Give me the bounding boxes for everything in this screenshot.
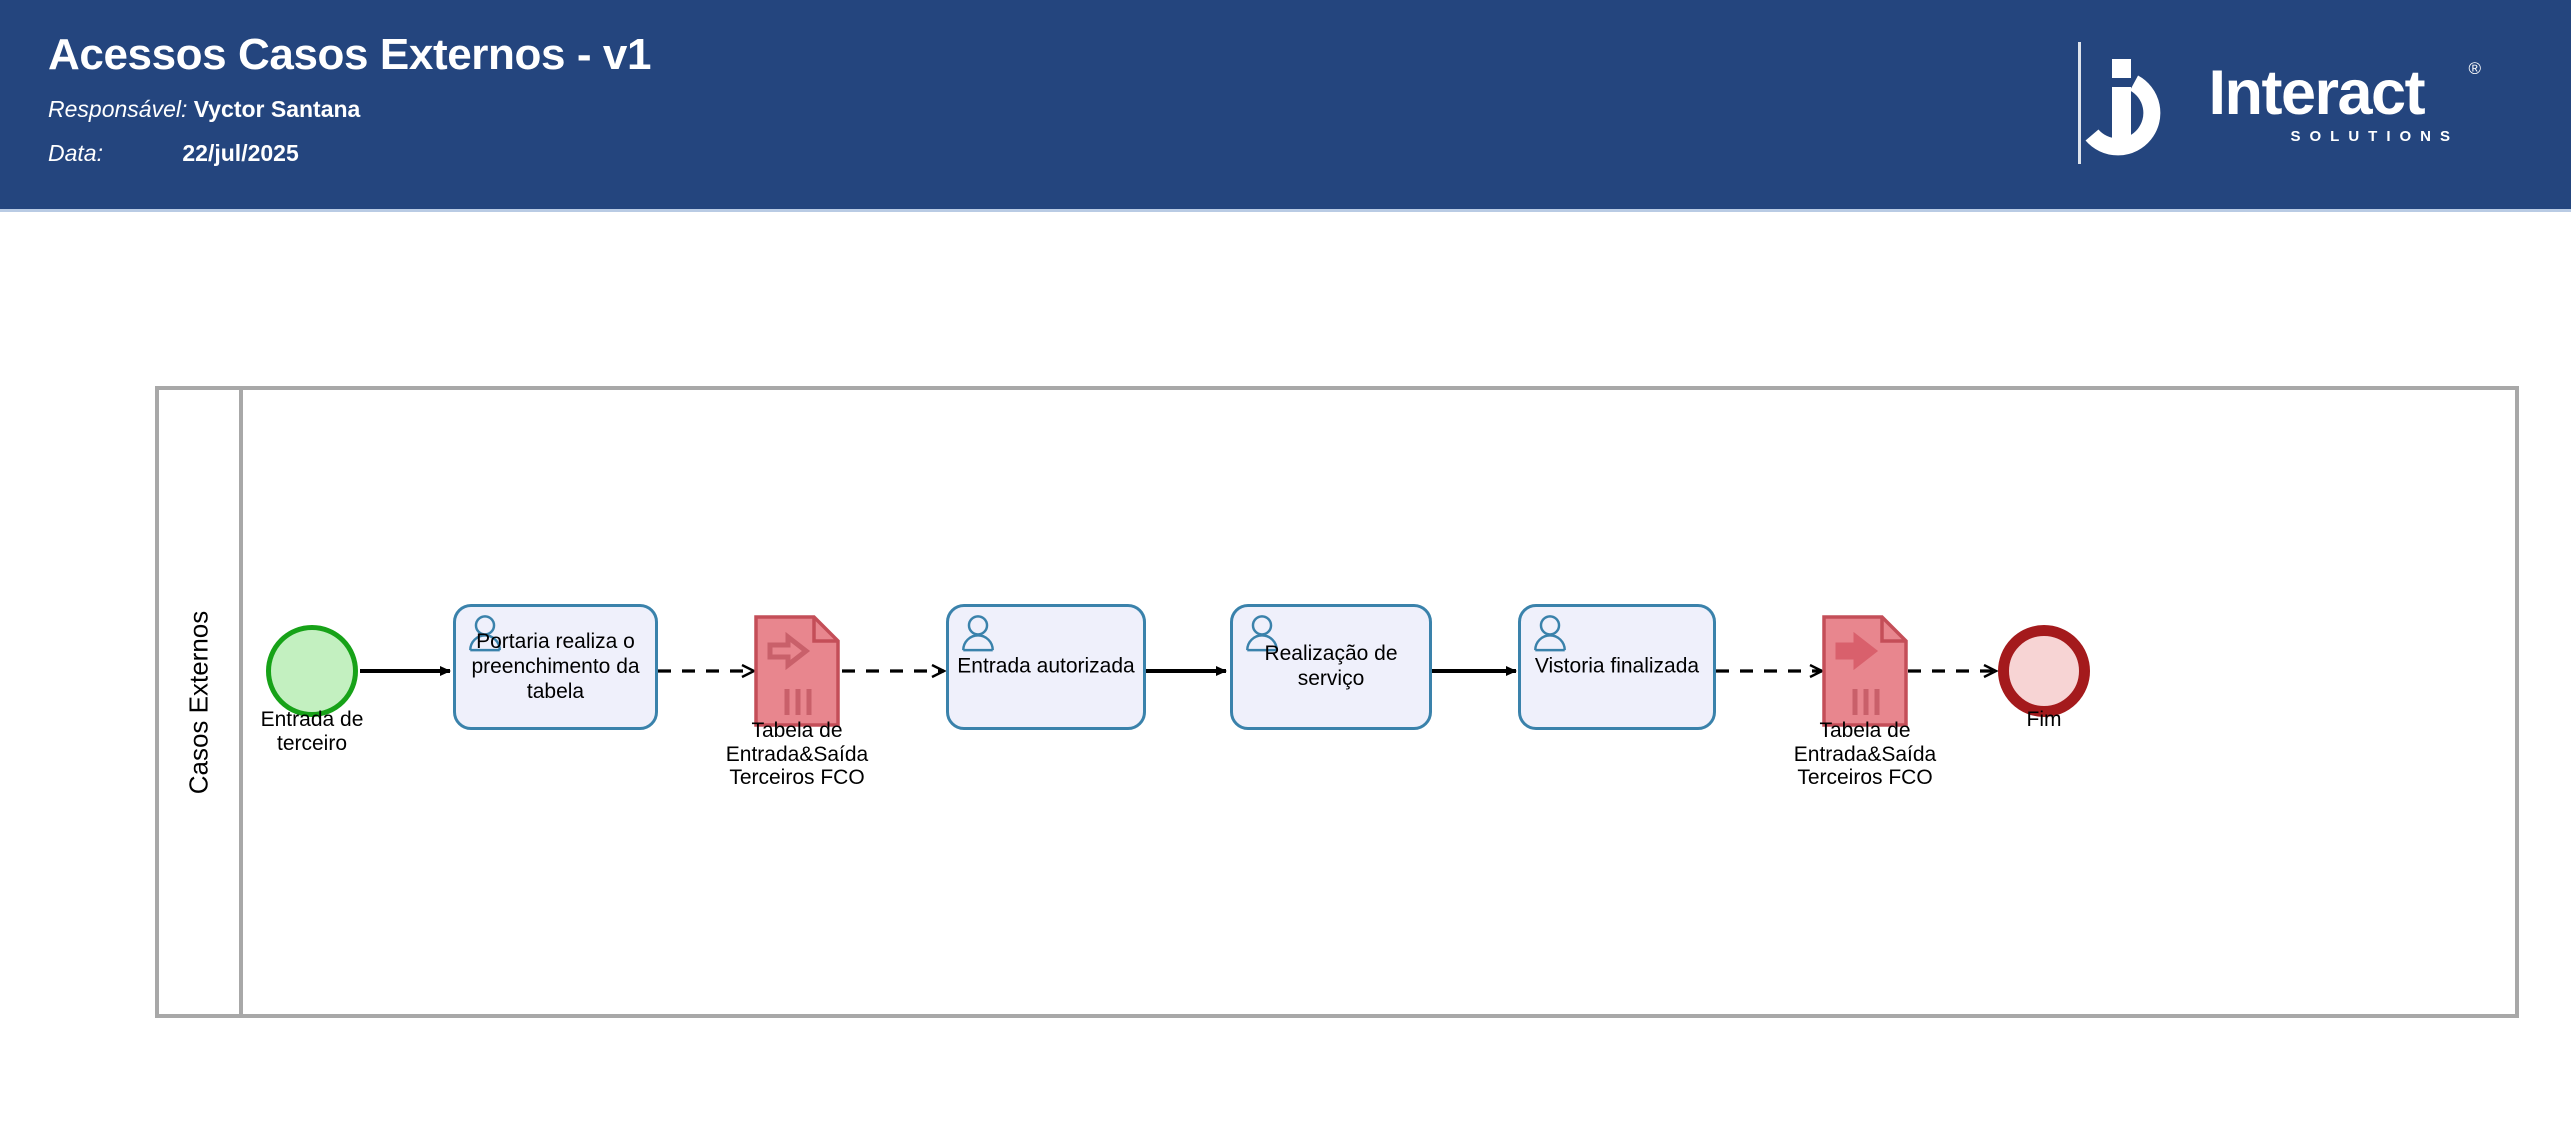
lane-label: Casos Externos <box>183 610 214 794</box>
task-label: Realização de serviço <box>1264 642 1398 690</box>
data-object-icon <box>1822 615 1908 727</box>
header-underline <box>0 209 2571 212</box>
logo-wordmark: Interact <box>2208 57 2425 128</box>
data-object-label: Tabela de Entrada&Saída Terceiros FCO <box>725 719 869 790</box>
data-object-tabela-entrada-saida-2[interactable] <box>1822 615 1908 727</box>
start-event-entrada-de-terceiro[interactable] <box>266 625 358 717</box>
user-task-icon <box>962 615 994 652</box>
date-label: Data: <box>48 140 103 166</box>
user-task-icon <box>1246 615 1278 652</box>
task-label: Portaria realiza o preenchimento da tabe… <box>471 629 640 703</box>
interact-mark-icon <box>2082 47 2190 162</box>
task-label: Entrada autorizada <box>957 654 1135 678</box>
registered-trademark-icon: ® <box>2468 58 2481 78</box>
task-entrada-autorizada[interactable]: Entrada autorizada <box>946 604 1146 730</box>
responsible-label: Responsável: <box>48 96 188 122</box>
user-task-icon <box>469 615 501 652</box>
task-realizacao-de-servico[interactable]: Realização de serviço <box>1230 604 1432 730</box>
interact-logo: ® Interact SOLUTIONS <box>2082 40 2481 168</box>
page-header-band <box>0 0 2571 209</box>
task-vistoria-finalizada[interactable]: Vistoria finalizada <box>1518 604 1716 730</box>
logo-subtitle: SOLUTIONS <box>2290 128 2459 146</box>
end-event-label: Fim <box>2026 708 2062 731</box>
task-portaria-preenchimento[interactable]: Portaria realiza o preenchimento da tabe… <box>453 604 658 730</box>
date-value: 22/jul/2025 <box>182 140 299 166</box>
end-event-fim[interactable] <box>1998 625 2090 717</box>
user-task-icon <box>1534 615 1566 652</box>
date-row: Data: 22/jul/2025 <box>48 140 299 167</box>
logo-text-block: ® Interact SOLUTIONS <box>2208 57 2481 146</box>
start-event-label: Entrada de terceiro <box>260 708 364 755</box>
lane-header: Casos Externos <box>159 390 243 1014</box>
responsible-row: Responsável: Vyctor Santana <box>48 96 360 123</box>
data-object-tabela-entrada-saida-1[interactable] <box>754 615 840 727</box>
responsible-value: Vyctor Santana <box>193 96 361 122</box>
page-title: Acessos Casos Externos - v1 <box>48 30 652 79</box>
data-object-icon <box>754 615 840 727</box>
data-object-label: Tabela de Entrada&Saída Terceiros FCO <box>1793 719 1937 790</box>
logo-divider <box>2078 42 2081 164</box>
task-label: Vistoria finalizada <box>1534 654 1700 678</box>
